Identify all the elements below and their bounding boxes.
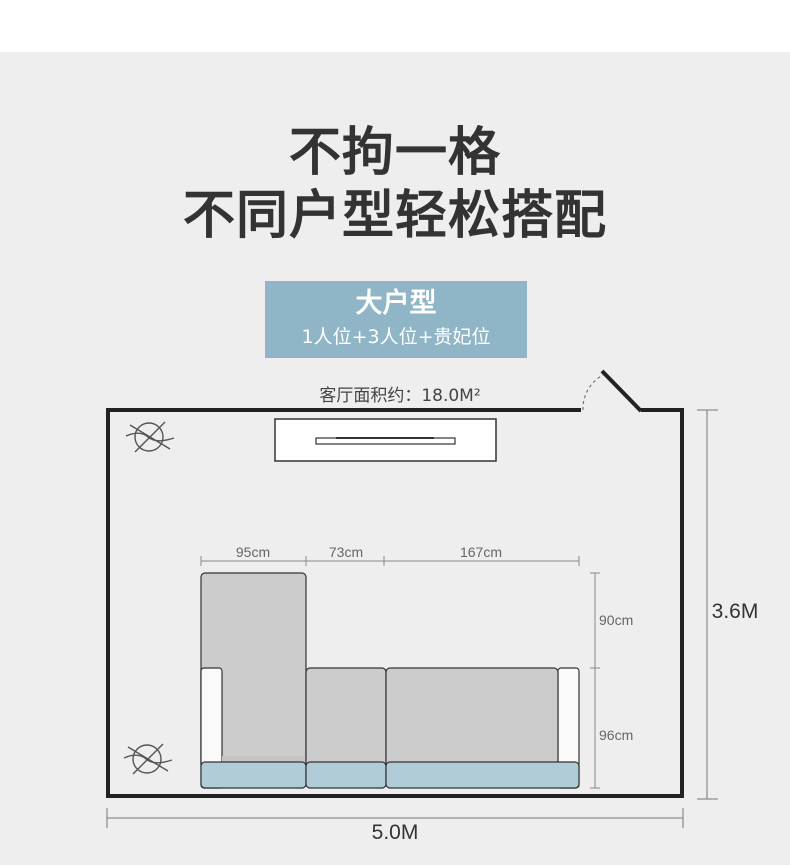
sofa-chaise-arm — [200, 667, 223, 769]
room-width-dimension — [106, 808, 684, 828]
area-label: 客厅面积约：18.0M² — [319, 386, 480, 406]
dim-chaise-width: 95cm — [236, 544, 270, 560]
depth-dimension-line — [590, 572, 600, 789]
sofa-three-seat — [385, 667, 559, 768]
dim-three-seat-width: 167cm — [460, 544, 502, 560]
chaise-shadow — [222, 756, 306, 766]
room-width-label: 5.0M — [372, 821, 419, 844]
dim-single-width: 73cm — [329, 544, 363, 560]
badge-subtitle: 1人位+3人位+贵妃位 — [301, 326, 491, 348]
tv-cabinet — [274, 418, 497, 462]
three-seat-cushion — [385, 761, 580, 789]
room-walls — [106, 408, 684, 798]
room-height-dimension — [697, 409, 718, 800]
plant-icon-top — [125, 421, 175, 453]
single-seat-cushion — [305, 761, 387, 789]
sofa-single-seat — [305, 667, 387, 768]
headline-line-1: 不拘一格 — [288, 123, 501, 183]
layout-type-badge: 大户型 1人位+3人位+贵妃位 — [265, 281, 527, 358]
headline-line-2: 不同户型轻松搭配 — [182, 186, 607, 246]
chaise-cushion — [200, 761, 307, 789]
door-swing-arc — [582, 374, 604, 411]
plant-icon-bottom — [123, 743, 173, 775]
room-height-label: 3.6M — [712, 600, 759, 623]
width-dimension-line — [200, 556, 580, 566]
dim-seat-depth: 96cm — [599, 727, 633, 743]
door-leaf — [600, 369, 643, 413]
dim-chaise-extra-depth: 90cm — [599, 612, 633, 628]
badge-title: 大户型 — [355, 288, 437, 319]
